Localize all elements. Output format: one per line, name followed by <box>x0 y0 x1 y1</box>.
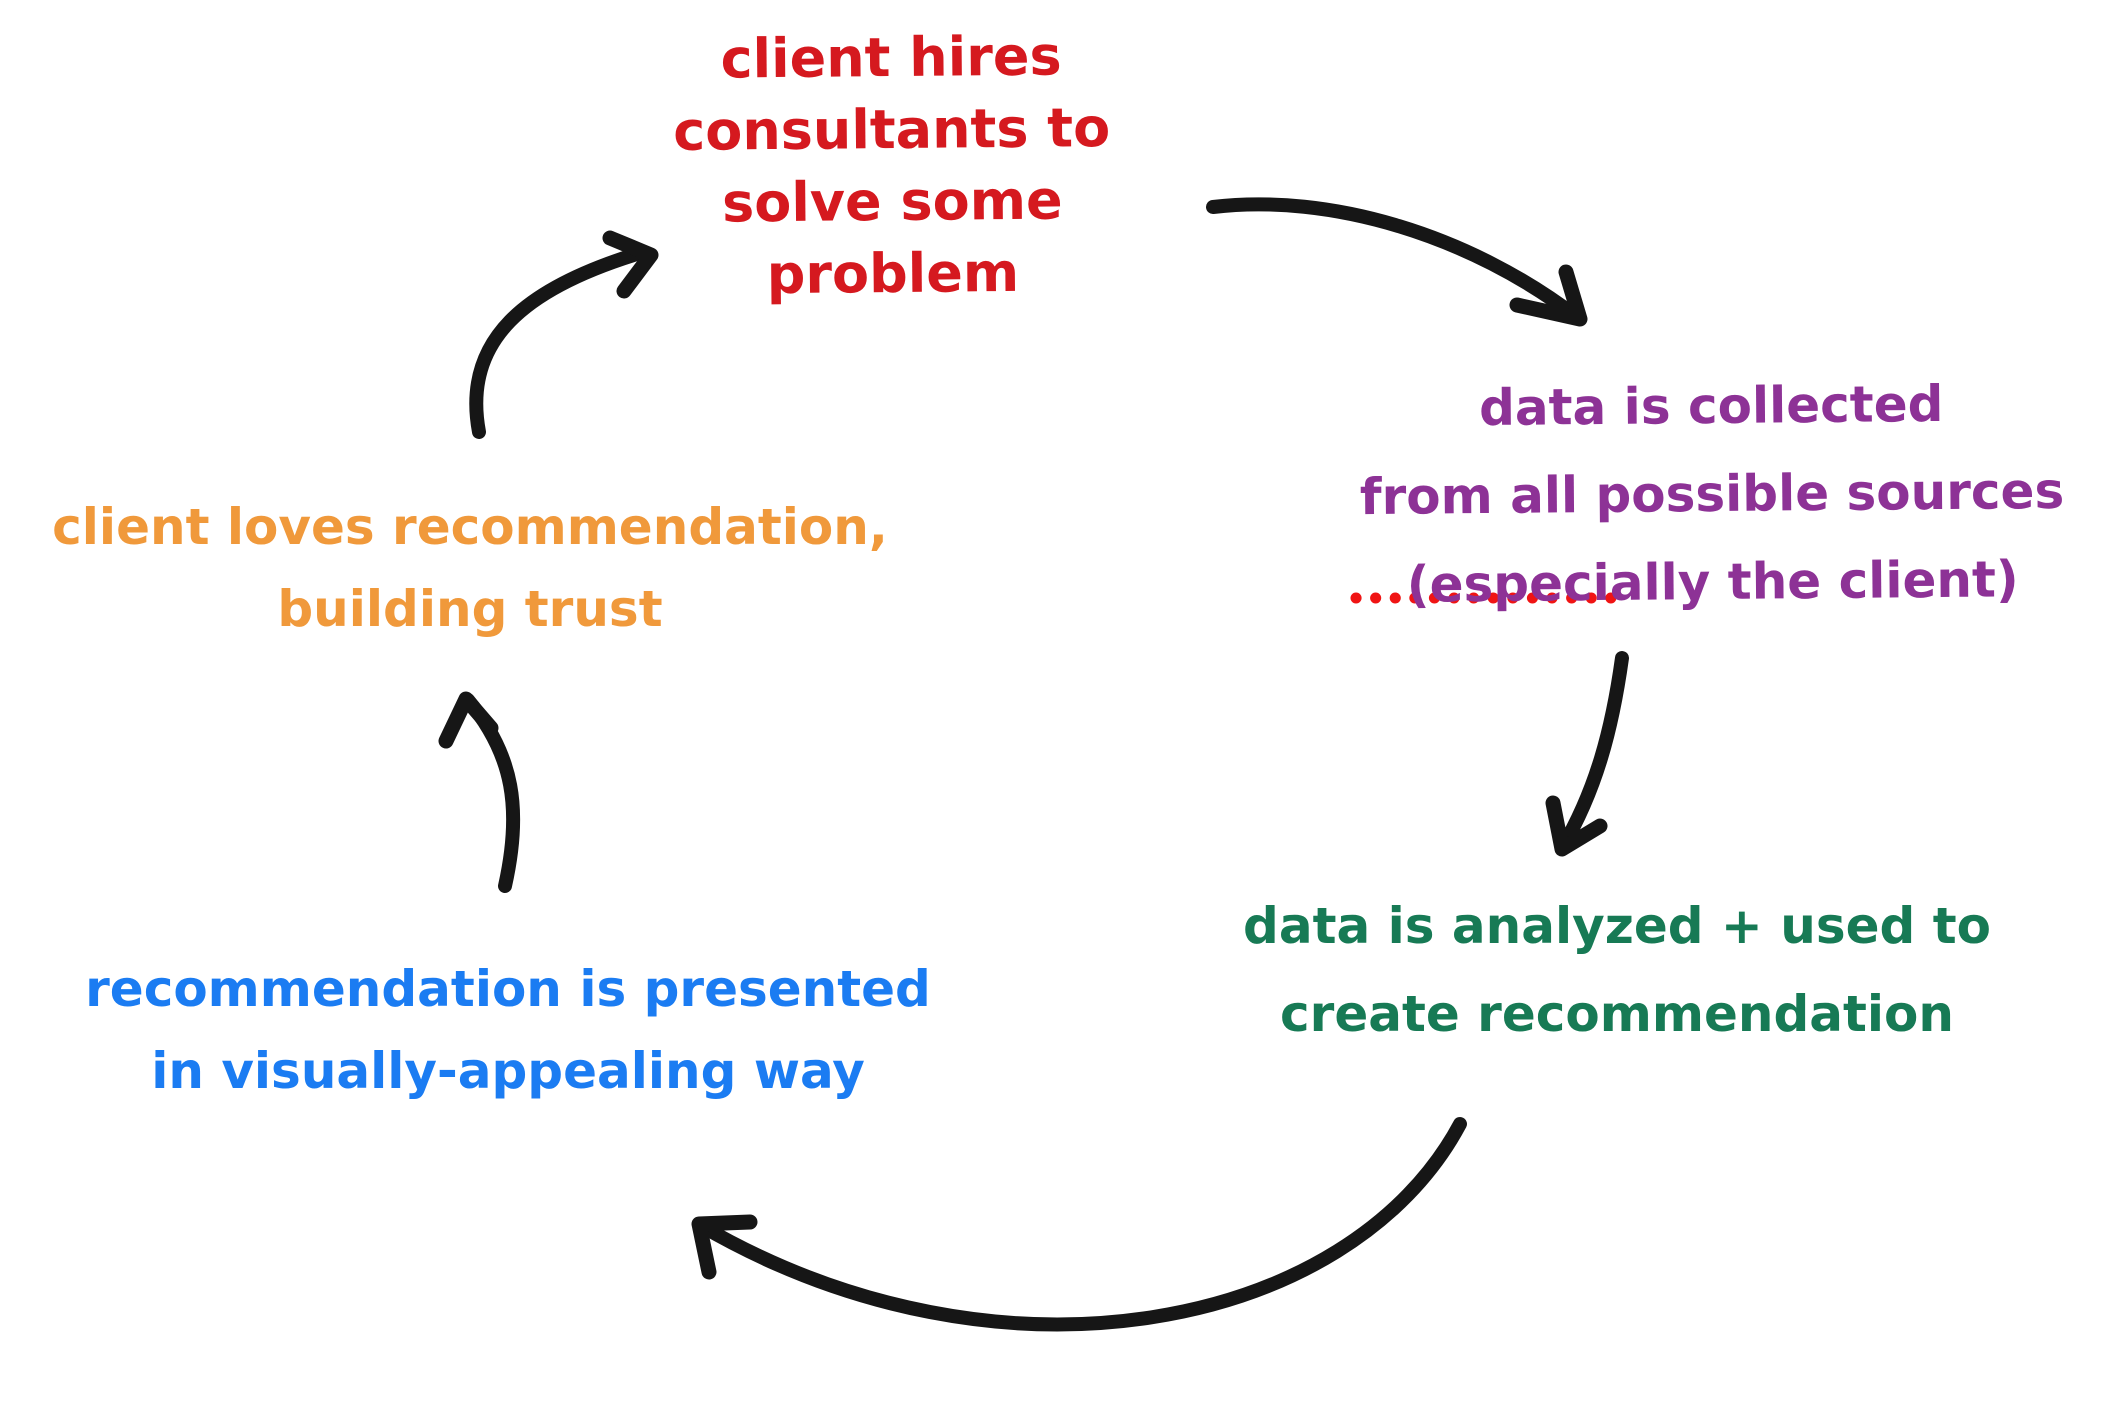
node-trust-line: client loves recommendation, <box>52 498 888 556</box>
node-trust: client loves recommendation, building tr… <box>20 486 920 650</box>
node-hire-line: solve some <box>721 168 1063 235</box>
arrow-collect-to-analyze-icon <box>1545 651 1629 857</box>
node-present: recommendation is presented in visually-… <box>68 948 948 1112</box>
node-present-line: recommendation is presented <box>85 960 931 1018</box>
node-present-line: in visually-appealing way <box>151 1042 865 1100</box>
arrow-hire-to-collect-icon <box>1206 197 1588 327</box>
node-hire-line: client hires <box>720 24 1062 91</box>
node-analyze-line: create recommendation <box>1280 985 1954 1043</box>
node-collect-line: data is collected <box>1478 374 1944 438</box>
arrow-analyze-to-present-icon <box>691 1117 1467 1332</box>
node-analyze-line: data is analyzed + used to <box>1243 897 1991 955</box>
node-hire-line: problem <box>766 240 1020 307</box>
node-collect-line: from all possible sources <box>1359 461 2065 527</box>
node-trust-line: building trust <box>277 580 663 638</box>
node-hire-line: consultants to <box>672 96 1111 163</box>
arrow-trust-to-hire-icon <box>469 230 659 439</box>
node-collect: data is collected from all possible sour… <box>1291 358 2111 629</box>
node-analyze: data is analyzed + used to create recomm… <box>1197 882 2037 1058</box>
node-hire: client hires consultants to solve some p… <box>591 19 1193 312</box>
arrow-present-to-trust-icon <box>438 691 521 893</box>
node-collect-line: (especially the client) <box>1406 550 2020 614</box>
